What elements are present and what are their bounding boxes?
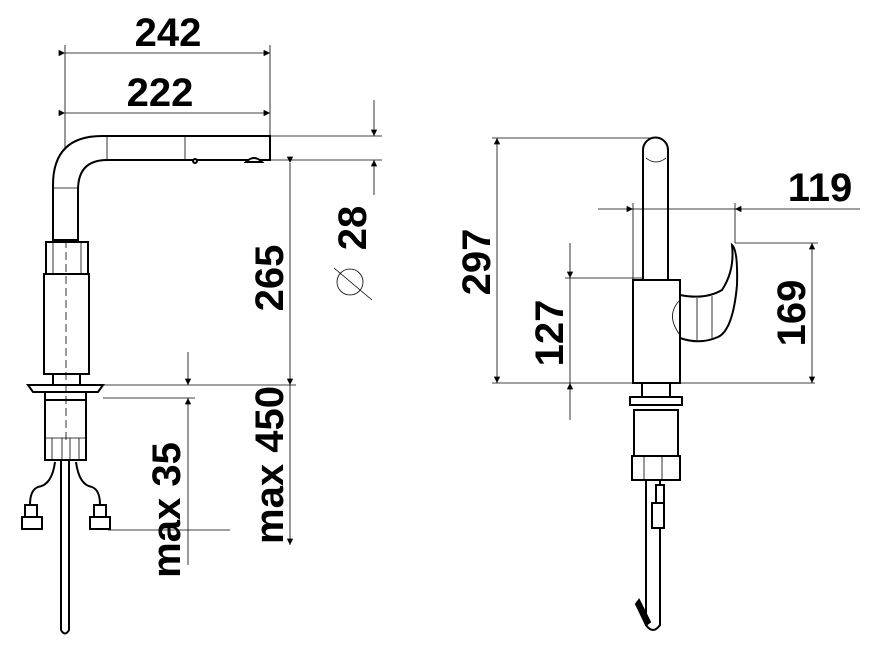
dimension-297: 297 — [455, 137, 815, 384]
dimension-label-28: 28 — [331, 206, 375, 251]
dimension-label-119: 119 — [788, 166, 853, 210]
dimension-label-max-35: max 35 — [145, 442, 189, 578]
dimension-max-35: max 35 — [103, 352, 230, 578]
side-view-faucet — [629, 136, 739, 631]
dimension-label-265: 265 — [248, 245, 292, 312]
dimension-127: 127 — [528, 243, 643, 420]
dimension-label-297: 297 — [455, 229, 499, 296]
dimension-label-max-450: max 450 — [248, 386, 292, 544]
dimension-242: 242 — [58, 11, 271, 150]
diameter-symbol-icon — [333, 267, 373, 301]
dimension-label-242: 242 — [135, 11, 202, 55]
dimension-265: 265 — [89, 156, 296, 386]
dimension-222: 222 — [58, 71, 270, 117]
dimension-label-169: 169 — [770, 280, 814, 347]
dimension-max-450: max 450 — [248, 385, 294, 545]
dimension-119: 119 — [598, 166, 860, 280]
dimension-169: 169 — [735, 242, 818, 383]
front-view-faucet — [21, 135, 271, 635]
dimension-label-127: 127 — [528, 300, 572, 367]
dimension-28: 28 — [262, 100, 382, 301]
dimension-label-222: 222 — [127, 71, 194, 115]
